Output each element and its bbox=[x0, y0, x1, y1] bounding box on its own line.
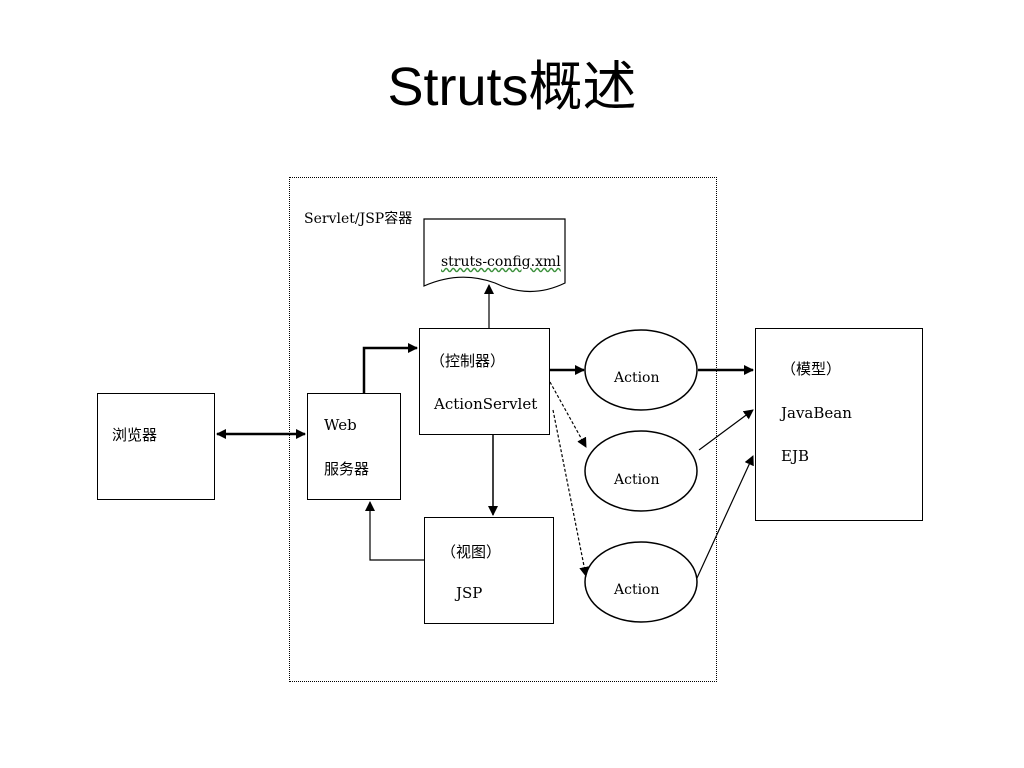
view-box bbox=[424, 517, 554, 624]
web-server-label-line1: Web bbox=[324, 416, 357, 434]
action-label-2: Action bbox=[614, 472, 660, 488]
config-file-label: struts-config.xml bbox=[441, 254, 561, 270]
browser-box bbox=[97, 393, 215, 500]
action-label-3: Action bbox=[614, 582, 660, 598]
controller-name: ActionServlet bbox=[434, 395, 538, 413]
slide-title: Struts概述 bbox=[387, 57, 637, 117]
servlet-container-label: Servlet/JSP容器 bbox=[304, 211, 413, 227]
web-server-label-line2: 服务器 bbox=[324, 460, 370, 478]
controller-role: （控制器） bbox=[430, 352, 506, 370]
view-name: JSP bbox=[456, 584, 483, 602]
browser-label: 浏览器 bbox=[112, 426, 158, 444]
model-line2: EJB bbox=[781, 447, 809, 465]
action-label-1: Action bbox=[614, 370, 660, 386]
model-line1: JavaBean bbox=[781, 404, 852, 422]
controller-box bbox=[419, 328, 550, 435]
model-role: （模型） bbox=[781, 360, 842, 378]
web-server-box bbox=[307, 393, 401, 500]
view-role: （视图） bbox=[441, 543, 502, 561]
model-box bbox=[755, 328, 923, 521]
